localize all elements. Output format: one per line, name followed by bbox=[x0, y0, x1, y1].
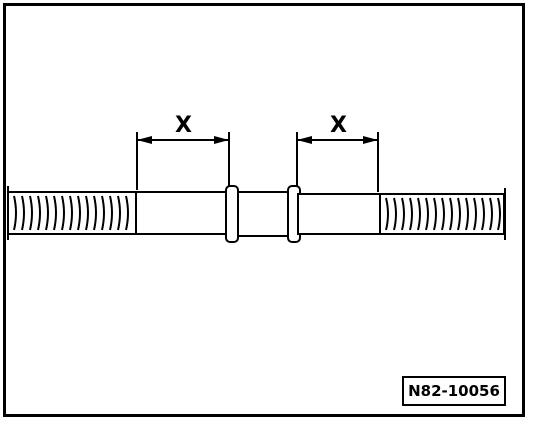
left-corrugated-boot bbox=[7, 186, 137, 240]
right-tube-section bbox=[297, 193, 381, 235]
right-dimension-label: X bbox=[330, 113, 347, 138]
right-corrugated-boot bbox=[379, 188, 506, 240]
figure-reference-code: N82-10056 bbox=[402, 376, 506, 406]
left-dimension-line bbox=[136, 132, 230, 190]
left-tube-section bbox=[135, 191, 229, 235]
left-dimension-label: X bbox=[175, 113, 192, 138]
right-dimension-line bbox=[296, 132, 379, 192]
center-connector bbox=[237, 191, 291, 237]
left-clamp bbox=[225, 185, 239, 243]
